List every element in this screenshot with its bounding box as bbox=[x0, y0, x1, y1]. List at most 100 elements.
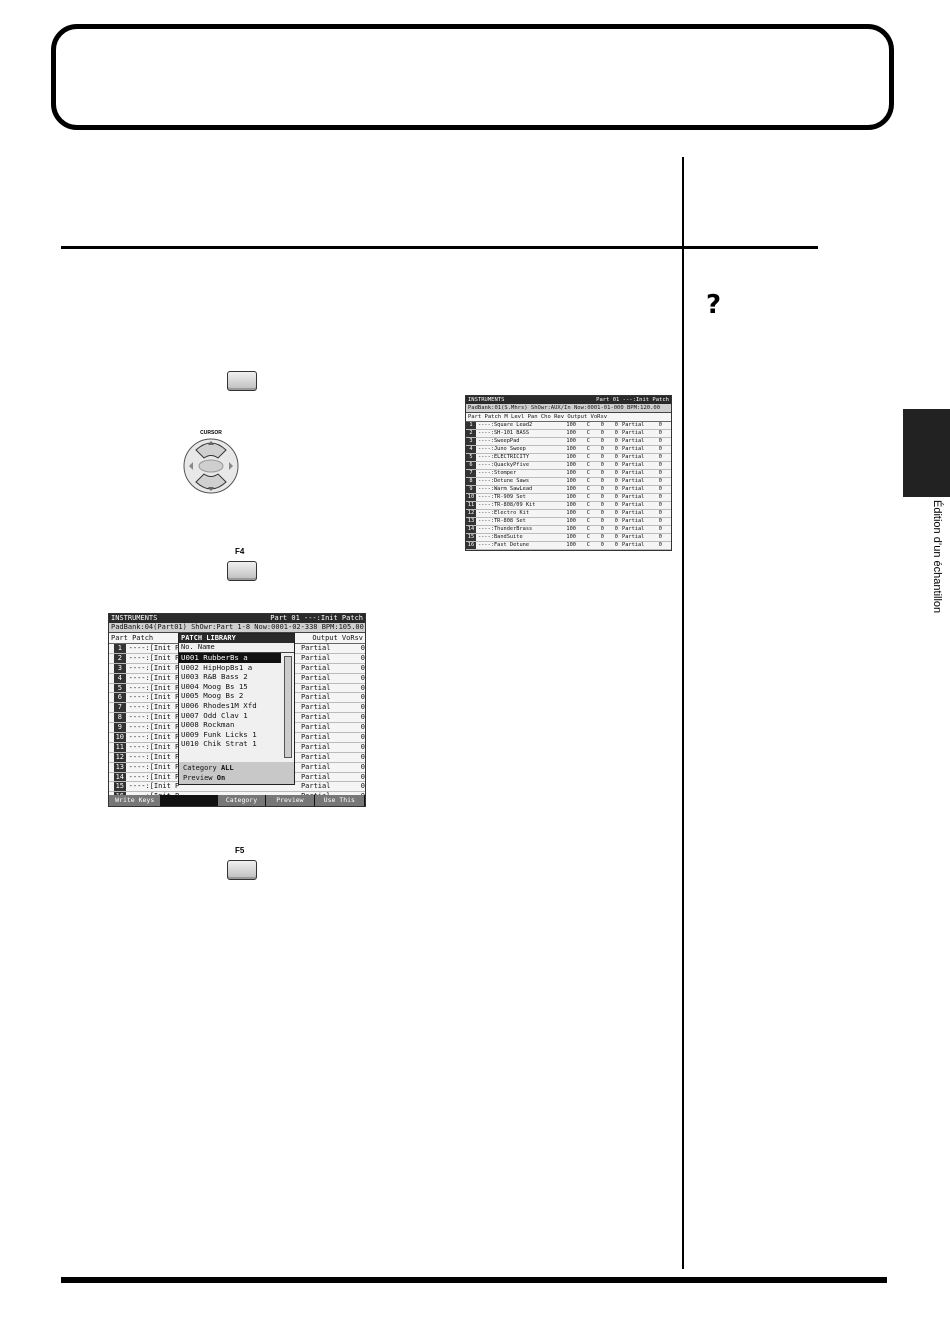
category-value[interactable]: ALL bbox=[220, 764, 234, 772]
voice-reserve-value: 0 bbox=[360, 703, 365, 712]
part-number: 13 bbox=[466, 518, 476, 525]
patch-list-item[interactable]: U009 Funk Licks 1 bbox=[181, 729, 257, 739]
f5-button[interactable] bbox=[227, 860, 257, 880]
patch-list-item[interactable]: U001 RubberBs a bbox=[179, 653, 281, 663]
popup-footer: Category ALL Preview On bbox=[179, 762, 294, 784]
voice-reserve-value: 0 bbox=[360, 742, 365, 751]
voice-reserve-value: 0 bbox=[360, 762, 365, 771]
category-label: Category bbox=[183, 764, 217, 772]
voice-reserve-value: 0 bbox=[360, 653, 365, 662]
part-number: 7 bbox=[114, 703, 126, 713]
pan-value: C bbox=[586, 454, 590, 460]
patch-name: ----:Juno Sweep bbox=[478, 446, 526, 452]
part-number: 10 bbox=[466, 494, 476, 501]
function-key-1[interactable]: Write Keys bbox=[109, 795, 162, 806]
part-number: 15 bbox=[114, 782, 126, 792]
preview-value[interactable]: On bbox=[216, 774, 226, 782]
part-number: 15 bbox=[466, 534, 476, 541]
output-value: Partial bbox=[300, 713, 331, 722]
voice-reserve-value: 0 bbox=[360, 663, 365, 672]
patch-list-item[interactable]: U007 Odd Clav 1 bbox=[181, 710, 248, 720]
screen-part-title: Part 01 ---:Init Patch bbox=[596, 397, 669, 403]
patch-name: ----:[Init P bbox=[128, 663, 180, 672]
instruments-screen-small: INSTRUMENTS Part 01 ---:Init Patch PadBa… bbox=[465, 395, 672, 551]
question-mark-icon: ? bbox=[706, 290, 722, 320]
patch-list-item[interactable]: U005 Moog Bs 2 bbox=[181, 691, 244, 701]
patch-list-item[interactable]: U004 Moog Bs 15 bbox=[181, 681, 248, 691]
patch-name: ----:[Init P bbox=[128, 733, 180, 742]
patch-list-item[interactable]: U006 Rhodes1M Xfd bbox=[181, 700, 257, 710]
pan-value: C bbox=[586, 446, 590, 452]
output-value: Partial bbox=[622, 454, 645, 460]
chorus-value: 0 bbox=[600, 438, 604, 444]
pan-value: C bbox=[586, 462, 590, 468]
output-value: Partial bbox=[622, 510, 645, 516]
pan-value: C bbox=[586, 486, 590, 492]
header-left: Part Patch bbox=[111, 634, 154, 642]
level-value: 100 bbox=[566, 494, 576, 500]
patch-name: ----:[Init P bbox=[128, 693, 180, 702]
patch-name: ----:Electro Kit bbox=[478, 510, 530, 516]
output-value: Partial bbox=[622, 526, 645, 532]
function-button[interactable] bbox=[227, 371, 257, 391]
f4-button[interactable] bbox=[227, 561, 257, 581]
output-value: Partial bbox=[300, 693, 331, 702]
pan-value: C bbox=[586, 502, 590, 508]
voice-reserve-value: 0 bbox=[658, 462, 662, 468]
pan-value: C bbox=[586, 422, 590, 428]
voice-reserve-value: 0 bbox=[658, 486, 662, 492]
cursor-pad-icon[interactable]: CURSOR bbox=[180, 428, 242, 496]
part-number: 11 bbox=[114, 742, 126, 752]
footer-rule bbox=[61, 1277, 887, 1283]
output-value: Partial bbox=[300, 742, 331, 751]
function-key-5[interactable]: Use This bbox=[314, 795, 365, 806]
patch-name: ----:[Init P bbox=[128, 644, 180, 652]
patch-name: ----:TR-909 Set bbox=[478, 494, 526, 500]
function-key-3[interactable]: Category bbox=[217, 795, 267, 806]
part-number: 2 bbox=[466, 430, 476, 437]
level-value: 100 bbox=[566, 518, 576, 524]
function-key-2[interactable] bbox=[161, 795, 218, 806]
part-number: 11 bbox=[466, 502, 476, 509]
patch-name: ----:Square Lead2 bbox=[478, 422, 533, 428]
output-value: Partial bbox=[622, 494, 645, 500]
output-value: Partial bbox=[622, 534, 645, 540]
output-value: Partial bbox=[300, 644, 331, 652]
part-number: 13 bbox=[114, 762, 126, 772]
output-value: Partial bbox=[300, 653, 331, 662]
chorus-value: 0 bbox=[600, 486, 604, 492]
patch-list-item[interactable]: U008 Rockman bbox=[181, 720, 235, 730]
patch-list-item[interactable]: U010 Chik Strat 1 bbox=[181, 739, 257, 749]
level-value: 100 bbox=[566, 462, 576, 468]
patch-name: ----:SH-101 BASS bbox=[478, 430, 530, 436]
instruments-screen-library: INSTRUMENTS Part 01 ---:Init Patch PadBa… bbox=[108, 613, 366, 807]
voice-reserve-value: 0 bbox=[360, 713, 365, 722]
reverb-value: 0 bbox=[614, 518, 618, 524]
popup-scrollbar[interactable] bbox=[284, 656, 292, 758]
level-value: 100 bbox=[566, 486, 576, 492]
level-value: 100 bbox=[566, 422, 576, 428]
reverb-value: 0 bbox=[614, 454, 618, 460]
patch-list-item[interactable]: U002 HipHopBs1 a bbox=[181, 662, 253, 672]
function-key-4[interactable]: Preview bbox=[266, 795, 315, 806]
patch-list-item[interactable]: U003 R&B Bass 2 bbox=[181, 672, 248, 682]
